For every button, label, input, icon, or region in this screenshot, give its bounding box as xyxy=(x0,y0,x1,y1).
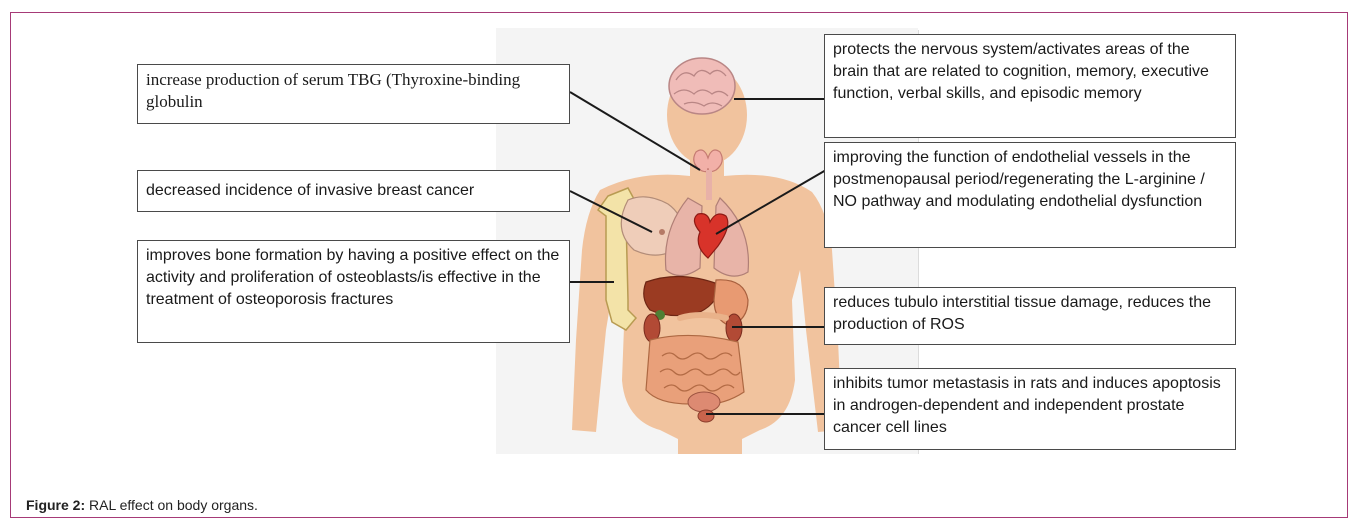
brain-icon xyxy=(669,58,735,114)
figure-caption: Figure 2: RAL effect on body organs. xyxy=(26,497,258,513)
label-breast-cancer: decreased incidence of invasive breast c… xyxy=(137,170,570,212)
label-bone-formation: improves bone formation by having a posi… xyxy=(137,240,570,343)
caption-text: RAL effect on body organs. xyxy=(85,497,258,513)
label-tbg: increase production of serum TBG (Thyrox… xyxy=(137,64,570,124)
bladder-icon xyxy=(688,392,720,412)
label-endothelial: improving the function of endothelial ve… xyxy=(824,142,1236,248)
trachea-icon xyxy=(706,170,712,200)
label-kidney: reduces tubulo interstitial tissue damag… xyxy=(824,287,1236,345)
pancreas-icon xyxy=(680,315,726,318)
label-nervous-system: protects the nervous system/activates ar… xyxy=(824,34,1236,138)
caption-prefix: Figure 2: xyxy=(26,497,85,513)
prostate-icon xyxy=(698,410,714,422)
label-prostate: inhibits tumor metastasis in rats and in… xyxy=(824,368,1236,450)
